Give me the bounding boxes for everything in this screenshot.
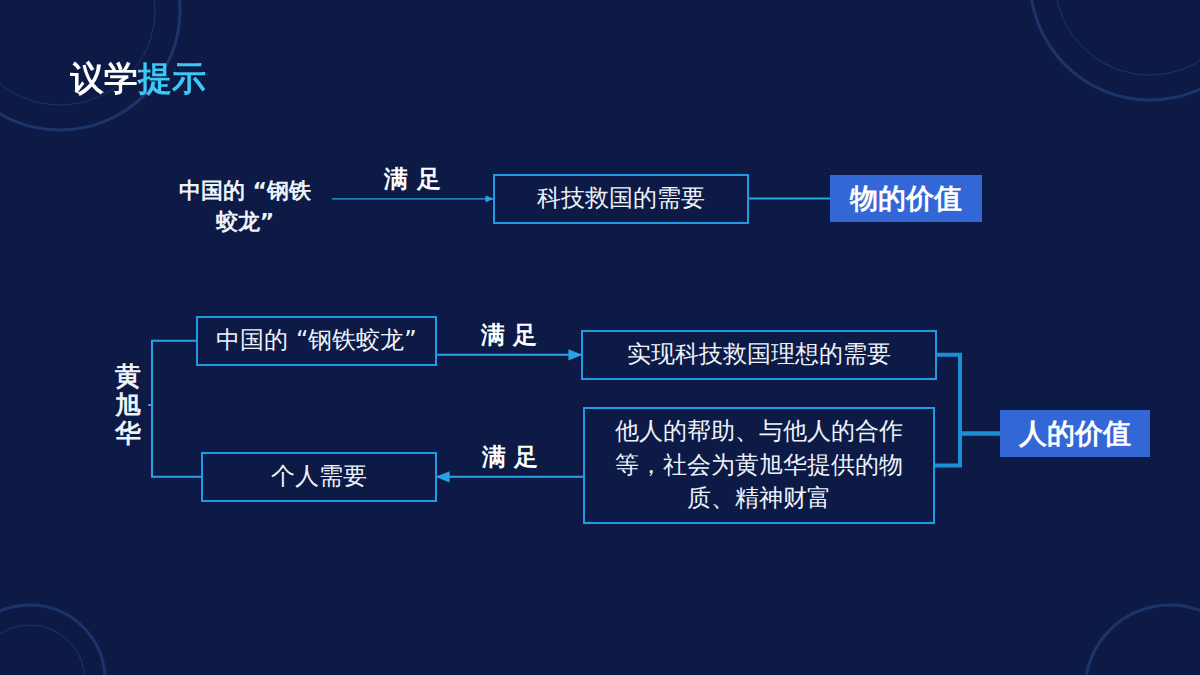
connector	[148, 405, 201, 477]
connector	[749, 198, 830, 200]
edge-label: 满 足	[477, 319, 541, 351]
need-box: 个人需要	[201, 452, 437, 502]
need-box: 实现科技救国理想的需要	[581, 330, 937, 380]
subject-box: 中国的 “钢铁蛟龙”	[196, 316, 437, 366]
node-text: 中国的 “钢铁蛟龙”	[208, 324, 425, 358]
node-text: 物的价值	[840, 179, 972, 218]
value-box: 物的价值	[830, 175, 982, 222]
value-box: 人的价值	[1000, 410, 1150, 457]
edge-label: 满 足	[478, 441, 542, 473]
subject-text: 中国的 “钢铁蛟龙”	[178, 176, 312, 238]
society-box: 他人的帮助、与他人的合作等，社会为黄旭华提供的物质、精神财富	[583, 407, 935, 524]
connector	[437, 354, 581, 356]
slide-title: 议学提示	[70, 56, 206, 102]
connector	[937, 355, 1000, 434]
node-text: 实现科技救国理想的需要	[593, 338, 925, 372]
connector	[935, 434, 1000, 466]
node-text: 科技救国的需要	[505, 182, 737, 216]
node-text: 他人的帮助、与他人的合作等，社会为黄旭华提供的物质、精神财富	[595, 415, 923, 516]
connector	[148, 341, 196, 405]
node-text: 人的价值	[1010, 414, 1140, 453]
node-text: 中国的 “钢铁蛟龙”	[178, 176, 312, 238]
need-box: 科技救国的需要	[493, 174, 749, 224]
person-label: 黄旭华	[108, 362, 148, 448]
connector	[332, 198, 493, 199]
node-text: 黄旭华	[115, 362, 141, 448]
node-text: 个人需要	[213, 460, 425, 494]
edge-label: 满 足	[380, 163, 444, 195]
connector	[437, 476, 583, 478]
